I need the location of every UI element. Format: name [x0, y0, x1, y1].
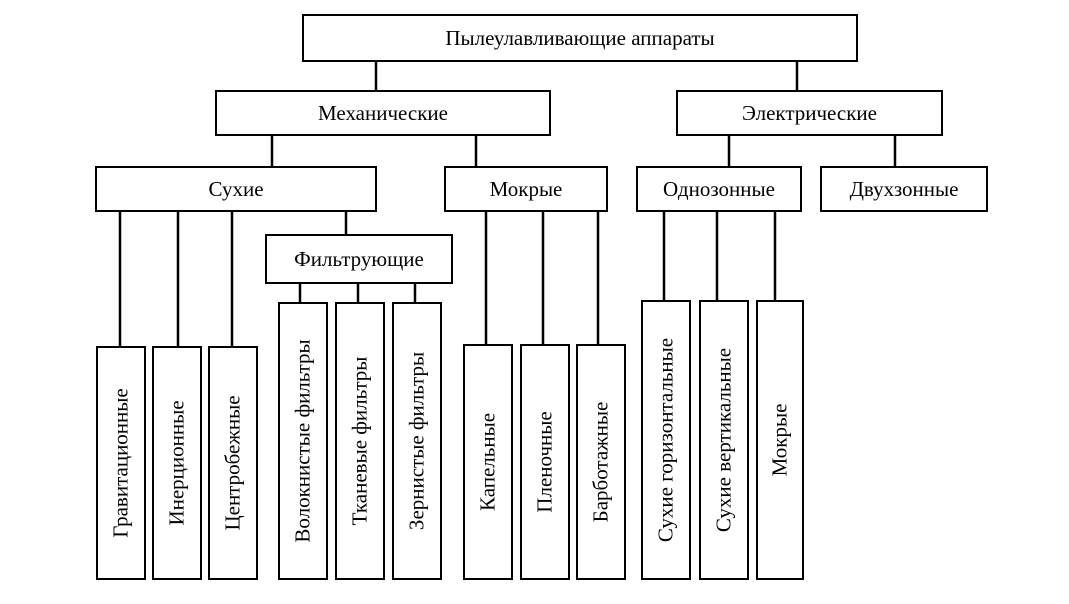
- wet-node: Мокрые: [444, 166, 608, 212]
- leaf-label: Центробежные: [220, 395, 245, 531]
- mechanical-node: Механические: [215, 90, 551, 136]
- single-zone-node: Однозонные: [636, 166, 802, 212]
- leaf-label: Капельные: [475, 412, 500, 512]
- leaf-bubbling: Барботажные: [576, 344, 626, 580]
- leaf-label: Пленочные: [532, 411, 557, 513]
- leaf-dry-horizontal: Сухие горизонтальные: [641, 300, 691, 580]
- leaf-centrifugal: Центробежные: [208, 346, 258, 580]
- leaf-label: Гравитационные: [108, 388, 133, 538]
- leaf-label: Зернистые фильтры: [404, 351, 429, 531]
- leaf-film: Пленочные: [520, 344, 570, 580]
- electric-node: Электрические: [676, 90, 943, 136]
- leaf-wet-electric: Мокрые: [756, 300, 804, 580]
- leaf-fiber-filters: Волокнистые фильтры: [278, 302, 328, 580]
- root-node: Пылеулавливающие аппараты: [302, 14, 858, 62]
- leaf-fabric-filters: Тканевые фильтры: [335, 302, 385, 580]
- leaf-label: Инерционные: [164, 400, 189, 526]
- leaf-gravitational: Гравитационные: [96, 346, 146, 580]
- leaf-label: Мокрые: [767, 403, 792, 477]
- filtering-node: Фильтрующие: [265, 234, 453, 284]
- leaf-label: Волокнистые фильтры: [290, 339, 315, 543]
- leaf-label: Барботажные: [588, 401, 613, 523]
- leaf-granular-filters: Зернистые фильтры: [392, 302, 442, 580]
- leaf-droplet: Капельные: [463, 344, 513, 580]
- dry-node: Сухие: [95, 166, 377, 212]
- leaf-dry-vertical: Сухие вертикальные: [699, 300, 749, 580]
- leaf-label: Сухие горизонтальные: [653, 337, 678, 543]
- leaf-label: Сухие вертикальные: [711, 347, 736, 533]
- two-zone-node: Двухзонные: [820, 166, 988, 212]
- leaf-inertial: Инерционные: [152, 346, 202, 580]
- leaf-label: Тканевые фильтры: [347, 356, 372, 526]
